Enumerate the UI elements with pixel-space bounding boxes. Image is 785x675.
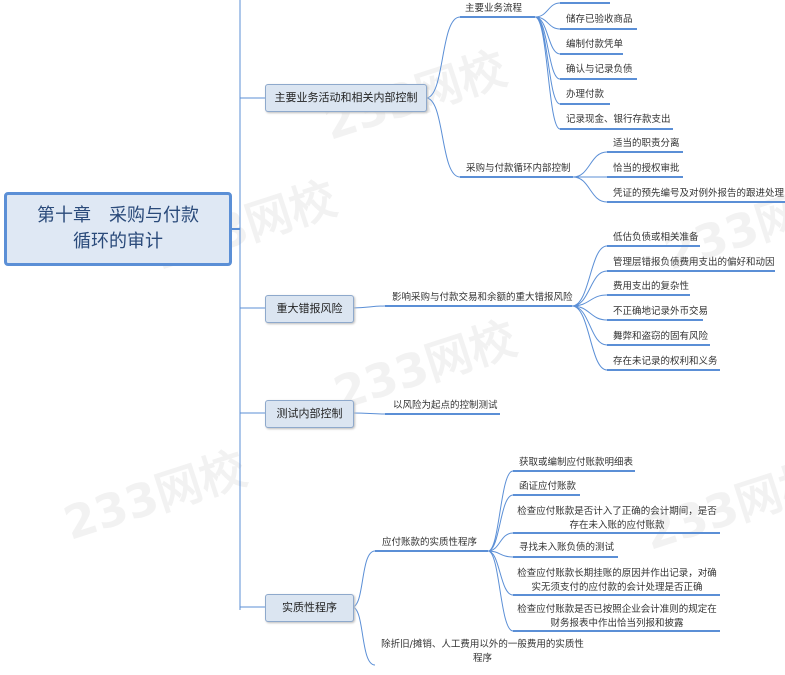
- leaf-node[interactable]: 凭证的预先编号及对例外报告的跟进处理: [613, 188, 785, 199]
- leaf-node[interactable]: 检查应付账款是否已按照企业会计准则的规定在财务报表中作出恰当列报和披露: [517, 604, 717, 629]
- leaf-node[interactable]: 检查应付账款是否计入了正确的会计期间，是否存在未入账的应付账款: [517, 506, 717, 531]
- leaf-node[interactable]: 记录现金、银行存款支出: [566, 114, 671, 125]
- node-risk-based-control-test[interactable]: 以风险为起点的控制测试: [393, 400, 498, 411]
- leaf-node[interactable]: 管理层错报负债费用支出的偏好和动因: [613, 257, 775, 268]
- leaf-node[interactable]: 寻找未入账负债的测试: [519, 542, 615, 553]
- leaf-node[interactable]: 存在未记录的权利和义务: [613, 356, 718, 367]
- root-title-line2: 循环的审计: [73, 231, 163, 252]
- node-material-misstatement-risk[interactable]: 重大错报风险: [265, 295, 354, 323]
- leaf-node[interactable]: 检查应付账款长期挂账的原因并作出记录，对确实无须支付的应付款的会计处理是否正确: [517, 568, 717, 593]
- leaf-node[interactable]: 费用支出的复杂性: [613, 281, 690, 292]
- node-main-activities[interactable]: 主要业务活动和相关内部控制: [265, 84, 427, 112]
- node-main-business-process[interactable]: 主要业务流程: [465, 3, 523, 14]
- root-node[interactable]: 第十章 采购与付款 循环的审计: [4, 192, 232, 266]
- leaf-node[interactable]: 低估负债或相关准备: [613, 232, 699, 243]
- leaf-node[interactable]: 恰当的授权审批: [613, 163, 680, 174]
- leaf-node[interactable]: 不正确地记录外币交易: [613, 306, 709, 317]
- leaf-node[interactable]: 舞弊和盗窃的固有风险: [613, 331, 709, 342]
- node-internal-control[interactable]: 采购与付款循环内部控制: [466, 163, 571, 174]
- node-ap-substantive[interactable]: 应付账款的实质性程序: [382, 537, 478, 548]
- node-substantive-procedures[interactable]: 实质性程序: [265, 594, 354, 622]
- leaf-node[interactable]: 办理付款: [566, 89, 605, 100]
- node-risk-factors[interactable]: 影响采购与付款交易和余额的重大错报风险: [392, 292, 573, 303]
- leaf-node[interactable]: 储存已验收商品: [566, 14, 633, 25]
- root-title-line1: 第十章 采购与付款: [37, 205, 199, 226]
- leaf-node[interactable]: 函证应付账款: [519, 481, 577, 492]
- leaf-node[interactable]: 获取或编制应付账款明细表: [519, 457, 634, 468]
- node-test-controls[interactable]: 测试内部控制: [265, 400, 354, 428]
- leaf-node[interactable]: 适当的职责分离: [613, 138, 680, 149]
- leaf-node[interactable]: 确认与记录负债: [566, 64, 633, 75]
- node-general-expense-substantive[interactable]: 除折旧/摊销、人工费用以外的一般费用的实质性程序: [381, 639, 584, 664]
- leaf-node[interactable]: 编制付款凭单: [566, 39, 624, 50]
